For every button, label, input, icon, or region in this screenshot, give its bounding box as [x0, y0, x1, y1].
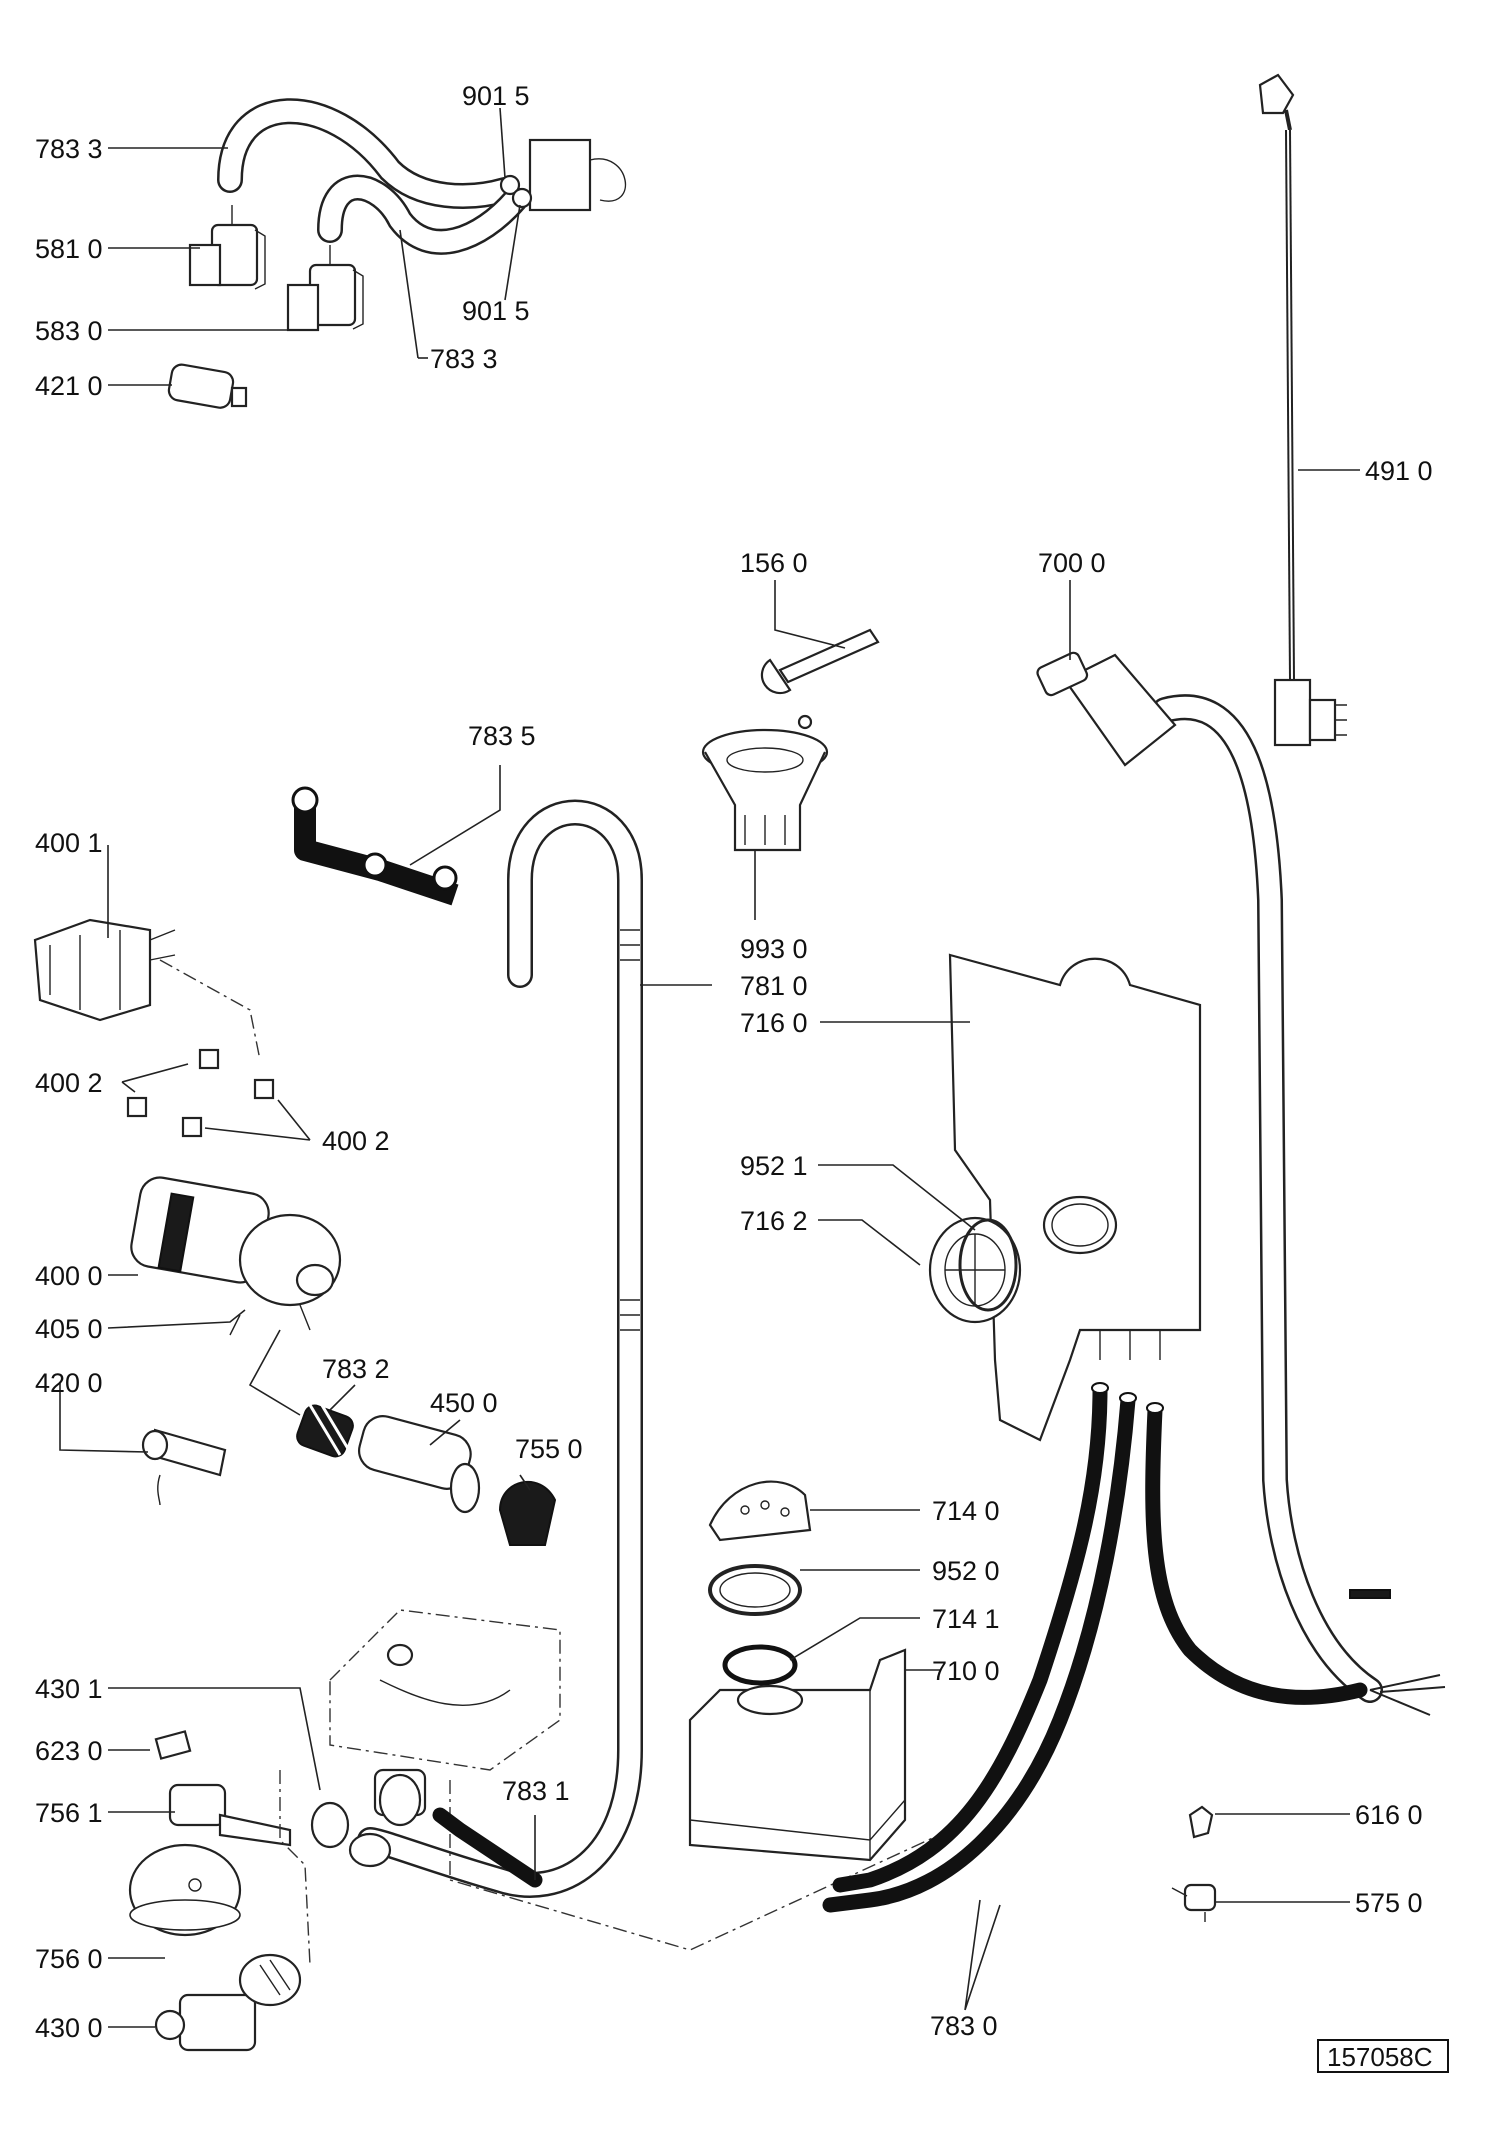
label-400-2-right: 400 2 — [322, 1126, 390, 1156]
inlet-valve-assembly — [1036, 651, 1446, 1716]
label-714-0: 714 0 — [932, 1496, 1000, 1526]
hoses-783-0-icon — [822, 1382, 1368, 1913]
nozzle-icon — [760, 628, 880, 695]
dispenser-cap-icon — [708, 1480, 812, 1542]
clips-icon — [126, 1048, 275, 1138]
drain-hose-icon — [348, 799, 643, 1898]
label-405-0: 405 0 — [35, 1314, 103, 1344]
sensor-icon — [141, 1428, 227, 1506]
hose-783-5-icon — [291, 786, 459, 906]
dispenser-icon — [688, 1648, 907, 1862]
gasket-icon — [722, 1644, 798, 1686]
label-716-2: 716 2 — [740, 1206, 808, 1236]
label-952-1: 952 1 — [740, 1151, 808, 1181]
label-430-1: 430 1 — [35, 1674, 103, 1704]
reference-box: 157058C — [1317, 2039, 1449, 2073]
pressure-switch-assembly — [167, 98, 627, 409]
label-714-1: 714 1 — [932, 1604, 1000, 1634]
panel-icon — [948, 953, 1202, 1442]
label-420-0: 420 0 — [35, 1368, 103, 1398]
label-952-0: 952 0 — [932, 1556, 1000, 1586]
label-783-3-top: 783 3 — [35, 134, 103, 164]
label-581-0: 581 0 — [35, 234, 103, 264]
reference-number: 157058C — [1327, 2042, 1433, 2072]
label-491-0: 491 0 — [1365, 456, 1433, 486]
label-716-0: 716 0 — [740, 1008, 808, 1038]
hose-783-2-icon — [296, 1401, 354, 1458]
pressure-switch-583-icon — [286, 245, 364, 332]
float-756-0-icon — [128, 1843, 242, 1937]
label-400-1: 400 1 — [35, 828, 103, 858]
label-783-0: 783 0 — [930, 2011, 998, 2041]
heater-icon — [358, 1415, 481, 1514]
float-623-icon — [154, 1730, 192, 1760]
label-755-0: 755 0 — [515, 1434, 583, 1464]
label-781-0: 781 0 — [740, 971, 808, 1001]
label-575-0: 575 0 — [1355, 1888, 1423, 1918]
lock-ring-icon — [708, 1564, 802, 1616]
label-421-0: 421 0 — [35, 371, 103, 401]
sump-icon — [310, 1609, 951, 1951]
label-700-0: 700 0 — [1038, 548, 1106, 578]
label-756-1: 756 1 — [35, 1798, 103, 1828]
motor-icon — [130, 1176, 342, 1336]
label-400-0: 400 0 — [35, 1261, 103, 1291]
label-783-1: 783 1 — [502, 1776, 570, 1806]
label-450-0: 450 0 — [430, 1388, 498, 1418]
elbow-icon — [498, 1481, 557, 1546]
label-400-2-left: 400 2 — [35, 1068, 103, 1098]
label-783-2: 783 2 — [322, 1354, 390, 1384]
filter-icon — [928, 1216, 1022, 1324]
label-783-3-bottom: 783 3 — [430, 344, 498, 374]
drain-pump-icon — [154, 1770, 311, 2052]
callout-labels: 783 3 901 5 581 0 583 0 901 5 783 3 421 … — [35, 81, 1433, 2043]
switch-616-icon — [1188, 1805, 1214, 1839]
pressure-switch-581-icon — [188, 205, 266, 290]
label-901-5-bottom: 901 5 — [462, 296, 530, 326]
label-623-0: 623 0 — [35, 1736, 103, 1766]
power-cord-assembly — [1258, 73, 1347, 747]
label-156-0: 156 0 — [740, 548, 808, 578]
label-710-0: 710 0 — [932, 1656, 1000, 1686]
thermostat-575-icon — [1171, 1883, 1217, 1922]
leader-lines — [59, 107, 1360, 2028]
label-583-0: 583 0 — [35, 316, 103, 346]
funnel-icon — [701, 714, 829, 852]
capacitor-icon — [167, 363, 248, 409]
label-616-0: 616 0 — [1355, 1800, 1423, 1830]
label-756-0: 756 0 — [35, 1944, 103, 1974]
relay-mount-icon — [33, 918, 261, 1061]
label-430-0: 430 0 — [35, 2013, 103, 2043]
switch-756-1-icon — [168, 1783, 292, 1847]
label-993-0: 993 0 — [740, 934, 808, 964]
label-901-5-top: 901 5 — [462, 81, 530, 111]
label-783-5: 783 5 — [468, 721, 536, 751]
hose-783-1-icon — [432, 1807, 543, 1888]
